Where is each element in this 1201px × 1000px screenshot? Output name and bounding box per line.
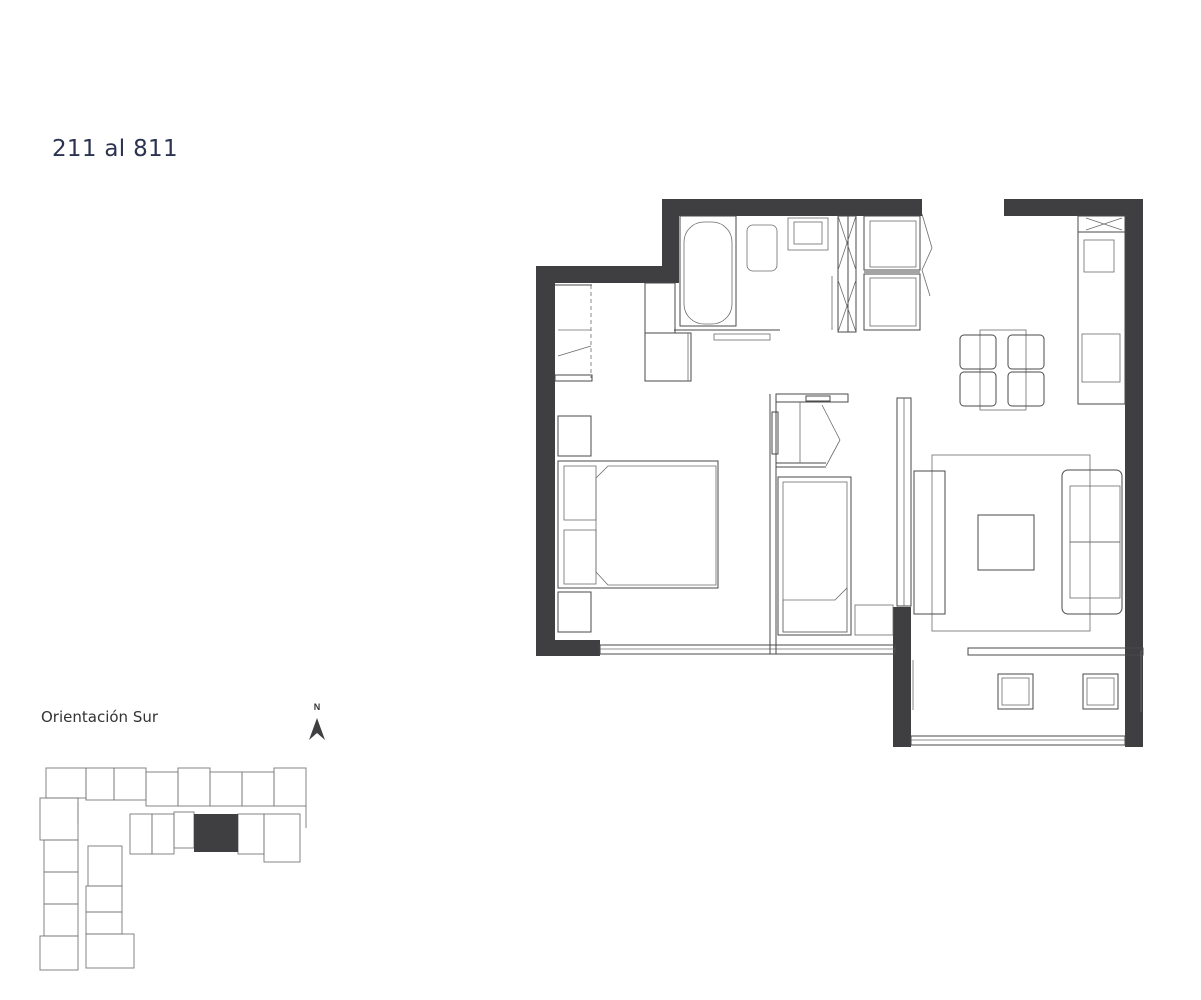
walls [536, 199, 1143, 747]
balcony [997, 673, 1119, 710]
key-plan [39, 767, 307, 971]
unit-range-title: 211 al 811 [52, 136, 178, 162]
master-bed [557, 415, 719, 633]
dining-set [959, 329, 1045, 411]
windows [599, 644, 1144, 746]
north-indicator: N [303, 702, 331, 742]
north-arrow-icon [309, 718, 325, 740]
second-bed [777, 397, 912, 636]
highlighted-unit [194, 814, 238, 852]
master-closet [554, 282, 692, 382]
kitchen [1077, 215, 1126, 405]
living-room [913, 454, 1123, 632]
laundry-units [831, 213, 933, 331]
orientation-label: Orientación Sur [41, 708, 159, 726]
north-label: N [313, 702, 321, 712]
bathroom [674, 215, 857, 341]
partition [769, 393, 849, 654]
